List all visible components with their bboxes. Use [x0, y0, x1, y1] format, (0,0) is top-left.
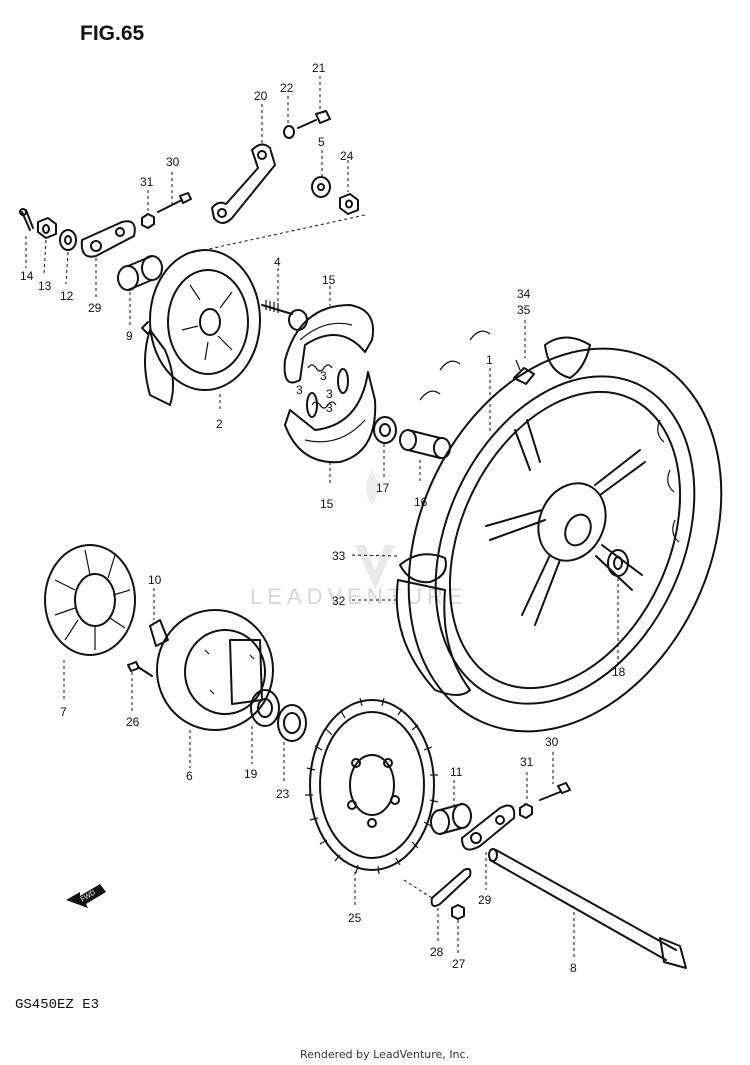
axle-nut [37, 217, 57, 239]
callout-2: 2 [216, 417, 223, 431]
callout-26: 26 [126, 715, 140, 729]
cush-rubber-damper [44, 544, 136, 656]
inner-tube [399, 553, 447, 584]
brake-shoe-lower [284, 371, 377, 464]
spring-coil-left [306, 392, 318, 418]
callout-15-lower: 15 [320, 497, 334, 511]
axle-cotter-plate [430, 867, 472, 907]
callout-5: 5 [318, 135, 325, 149]
collar-spacer [117, 255, 163, 291]
callout-28: 28 [430, 945, 444, 959]
chain-adjuster-left [80, 220, 136, 258]
callout-4: 4 [274, 255, 281, 269]
callout-3c: 3 [296, 383, 303, 397]
axle-nut-27 [451, 904, 465, 920]
oil-seal [277, 704, 307, 742]
callout-12: 12 [60, 289, 74, 303]
figure-title: FIG.65 [80, 22, 145, 45]
callout-6: 6 [186, 769, 193, 783]
callout-14: 14 [20, 269, 34, 283]
collar-11 [430, 803, 472, 835]
callout-33: 33 [332, 549, 346, 563]
callout-32: 32 [332, 594, 346, 608]
callout-18: 18 [612, 665, 626, 679]
callout-20: 20 [254, 89, 268, 103]
callout-1: 1 [486, 353, 493, 367]
rear-axle [488, 848, 687, 969]
callout-9: 9 [126, 329, 133, 343]
axle-spacer [399, 429, 451, 459]
footer-credit: Rendered by LeadVenture, Inc. [300, 1048, 469, 1061]
callout-3a: 3 [320, 369, 327, 383]
spring-coil-right [337, 368, 349, 394]
callout-8: 8 [570, 961, 577, 975]
adjuster-nut-31 [141, 213, 155, 229]
callout-23: 23 [276, 787, 290, 801]
callout-29-lower: 29 [478, 893, 492, 907]
return-spring-a [307, 364, 333, 372]
callout-31-upper: 31 [140, 175, 154, 189]
callout-10: 10 [148, 573, 162, 587]
tyre-section [395, 579, 471, 696]
cotter-pin [19, 208, 34, 231]
chain-adjuster-right [461, 804, 516, 851]
leader-lines [25, 76, 619, 958]
bolt-26 [127, 661, 153, 677]
callout-30-upper: 30 [166, 155, 180, 169]
bolt-21 [297, 110, 331, 129]
callout-34: 34 [517, 287, 531, 301]
torque-link [211, 143, 276, 224]
lock-washer-22 [283, 125, 295, 139]
callout-16: 16 [414, 495, 428, 509]
rear-sprocket [305, 697, 439, 875]
callout-29-upper: 29 [88, 301, 102, 315]
callout-27: 27 [452, 957, 466, 971]
callout-13: 13 [38, 279, 52, 293]
callout-3b: 3 [326, 387, 333, 401]
model-code: GS450EZ E3 [15, 997, 99, 1013]
nut-24 [339, 193, 359, 215]
callout-22: 22 [280, 81, 294, 95]
adjuster-nut-31-lower [519, 803, 533, 819]
tube-valve [513, 359, 535, 385]
callout-21: 21 [312, 61, 326, 75]
callout-35: 35 [517, 303, 531, 317]
callout-3d: 3 [326, 401, 333, 415]
adjuster-bolt-30 [157, 192, 192, 213]
dowel-10 [149, 619, 169, 647]
wheel-bearing-18 [607, 549, 629, 577]
callout-labels: 14 13 12 29 9 31 30 2 20 22 21 5 24 4 15… [20, 61, 626, 975]
washer-12 [59, 229, 77, 251]
callout-19: 19 [244, 767, 258, 781]
rear-wheel [407, 330, 723, 733]
callout-25: 25 [348, 911, 362, 925]
callout-17: 17 [376, 481, 390, 495]
callout-30-lower: 30 [545, 735, 559, 749]
brake-cam-shaft [261, 300, 308, 331]
watermark-logo [355, 470, 395, 590]
callout-11: 11 [450, 765, 463, 779]
adjuster-bolt-30-lower [539, 782, 571, 801]
bearing-19 [250, 689, 280, 727]
brake-panel [141, 249, 261, 406]
callout-31-lower: 31 [520, 755, 534, 769]
watermark-text: LEADVENTURE [250, 584, 468, 609]
washer-5 [311, 176, 331, 198]
callout-24: 24 [340, 149, 354, 163]
sprocket-carrier [156, 609, 274, 731]
fwd-arrow-icon [66, 884, 106, 908]
bearing-17 [373, 416, 397, 444]
callout-15-upper: 15 [322, 273, 336, 287]
tyre-section-top [544, 336, 591, 379]
brake-shoe-upper [283, 304, 374, 384]
callout-7: 7 [60, 705, 67, 719]
